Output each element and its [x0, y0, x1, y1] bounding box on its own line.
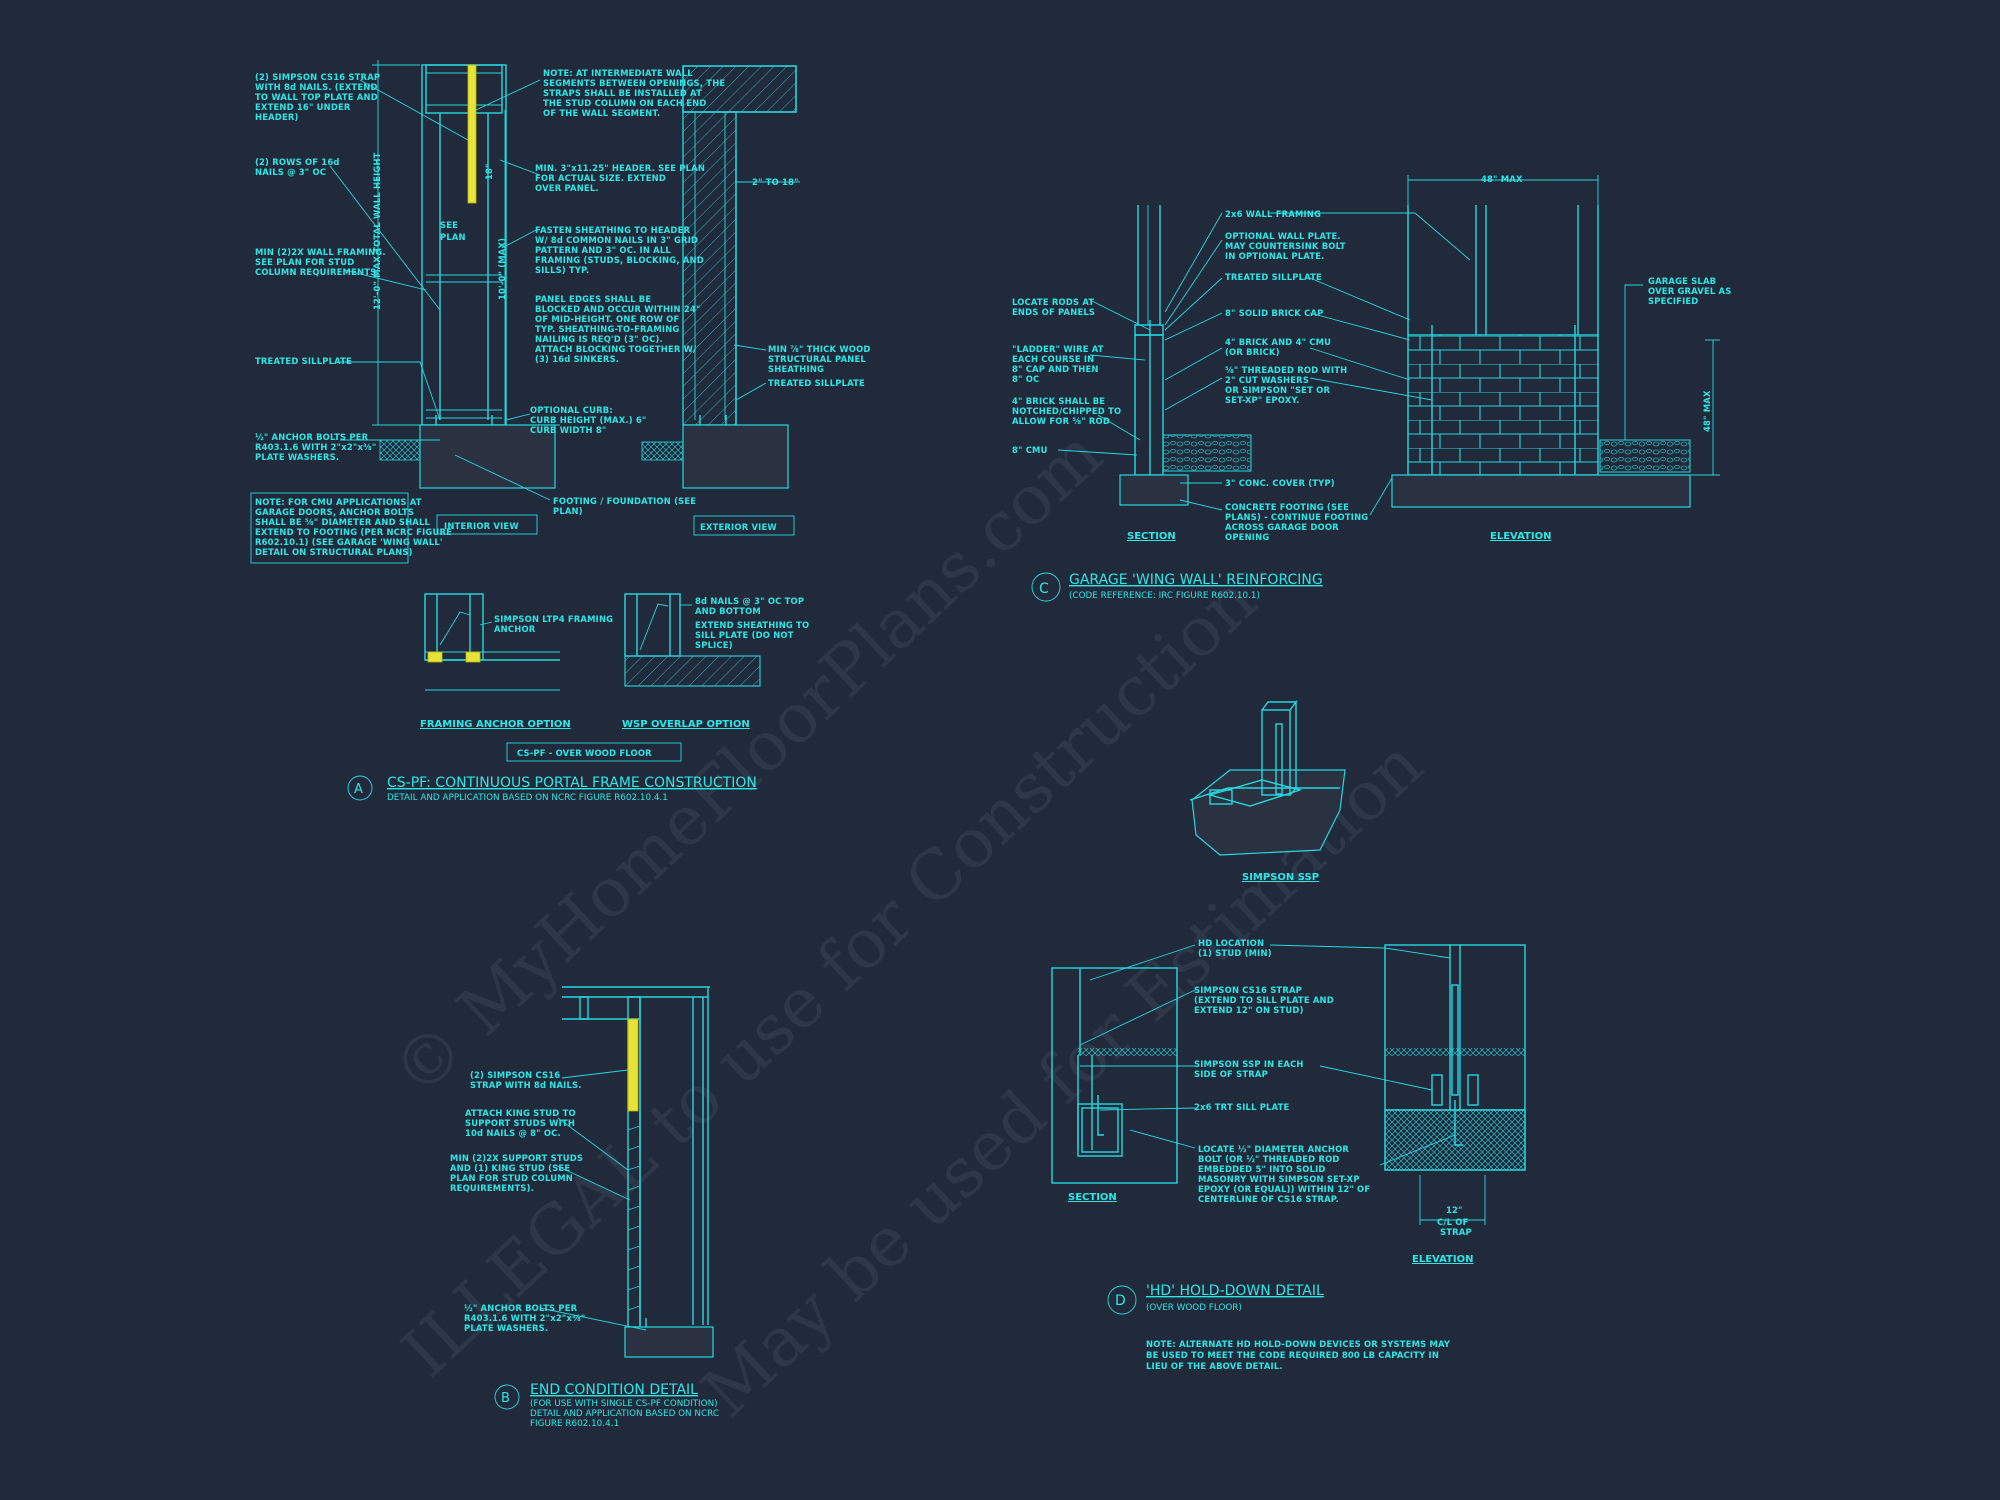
see-plan-2: PLAN — [440, 232, 466, 242]
detail-b-title-block: B END CONDITION DETAIL (FOR USE WITH SIN… — [494, 1382, 719, 1429]
wing-wall-elevation: 48" MAX 48" MAX ELEVATION — [1391, 174, 1720, 542]
detail-a-marker: A — [354, 782, 363, 797]
exterior-view-label: EXTERIOR VIEW — [700, 522, 777, 532]
svg-text:TREATED SILLPLATE: TREATED SILLPLATE — [1225, 272, 1322, 282]
svg-text:3" CONC. COVER (TYP): 3" CONC. COVER (TYP) — [1225, 478, 1335, 488]
detail-d-marker: D — [1115, 1293, 1126, 1309]
detail-d-title: 'HD' HOLD-DOWN DETAIL — [1146, 1283, 1324, 1299]
detail-a-title: CS-PF: CONTINUOUS PORTAL FRAME CONSTRUCT… — [387, 775, 757, 791]
wing-wall-section: SECTION — [1119, 205, 1252, 542]
hd-section — [1051, 967, 1178, 1184]
detail-c-title: GARAGE 'WING WALL' REINFORCING — [1069, 572, 1323, 588]
detail-a: 12'-0" MAX TOTAL WALL HEIGHT 10'-0" (MAX… — [250, 60, 871, 803]
svg-text:8" CMU: 8" CMU — [1012, 445, 1048, 455]
detail-d-leaders — [1079, 944, 1456, 1166]
exterior-view-drawing: EXTERIOR VIEW — [641, 65, 800, 536]
dim-18: 18" — [484, 163, 494, 180]
svg-text:OPTIONAL CURB:CURB HEIGHT (MAX: OPTIONAL CURB:CURB HEIGHT (MAX.) 6"CURB … — [530, 405, 646, 435]
dim-48-height: 48" MAX — [1702, 390, 1712, 432]
hd-section-label: SECTION — [1068, 1192, 1117, 1203]
svg-text:SIMPSON CS16 STRAP(EXTEND TO S: SIMPSON CS16 STRAP(EXTEND TO SILL PLATE … — [1194, 985, 1334, 1015]
interior-view-label: INTERIOR VIEW — [444, 521, 519, 531]
detail-a-title-block: A CS-PF: CONTINUOUS PORTAL FRAME CONSTRU… — [347, 775, 757, 803]
dim-max: 10'-0" (MAX) — [497, 238, 507, 300]
detail-c: SECTION 48" MAX 48" MAX ELEVATION — [1012, 174, 1731, 602]
detail-b-title: END CONDITION DETAIL — [530, 1382, 698, 1398]
detail-d-title-block: D 'HD' HOLD-DOWN DETAIL (OVER WOOD FLOOR… — [1107, 1283, 1451, 1371]
see-plan-1: SEE — [440, 220, 458, 230]
svg-text:2x6 WALL FRAMING: 2x6 WALL FRAMING — [1225, 209, 1321, 219]
detail-a-subtitle: DETAIL AND APPLICATION BASED ON NCRC FIG… — [387, 793, 668, 803]
detail-c-notes: 2x6 WALL FRAMING OPTIONAL WALL PLATE.MAY… — [1012, 209, 1731, 542]
dim-48-width: 48" MAX — [1481, 174, 1523, 184]
svg-text:8" SOLID BRICK CAP: 8" SOLID BRICK CAP — [1225, 308, 1323, 318]
detail-c-subtitle: (CODE REFERENCE: IRC FIGURE R602.10.1) — [1069, 591, 1260, 601]
svg-text:2" TO 18": 2" TO 18" — [752, 177, 799, 187]
note-a-strap-1: (2) SIMPSON CS16 STRAP — [255, 72, 380, 82]
svg-text:4" BRICK AND 4" CMU(OR BRICK): 4" BRICK AND 4" CMU(OR BRICK) — [1225, 337, 1331, 357]
svg-text:OPTIONAL WALL PLATE.MAY COUNTE: OPTIONAL WALL PLATE.MAY COUNTERSINK BOLT… — [1225, 231, 1346, 261]
svg-text:(FOR USE WITH SINGLE CS-PF CON: (FOR USE WITH SINGLE CS-PF CONDITION)DET… — [530, 1399, 719, 1429]
wing-section-label: SECTION — [1127, 531, 1176, 542]
detail-d-notes: HD LOCATION(1) STUD (MIN) SIMPSON CS16 S… — [1068, 938, 1473, 1265]
svg-text:2x6 TRT SILL PLATE: 2x6 TRT SILL PLATE — [1194, 1102, 1290, 1112]
detail-d-note: NOTE: ALTERNATE HD HOLD-DOWN DEVICES OR … — [1146, 1339, 1451, 1371]
detail-c-title-block: C GARAGE 'WING WALL' REINFORCING (CODE R… — [1031, 572, 1323, 602]
detail-c-marker: C — [1039, 581, 1049, 597]
wsp-overlap-label: WSP OVERLAP OPTION — [622, 719, 750, 730]
svg-text:TREATED SILLPLATE: TREATED SILLPLATE — [768, 378, 865, 388]
cs-pf-floor-label: CS-PF - OVER WOOD FLOOR — [517, 748, 652, 758]
detail-a-leaders — [329, 79, 767, 501]
svg-text:HD LOCATION(1) STUD (MIN): HD LOCATION(1) STUD (MIN) — [1198, 938, 1272, 958]
detail-c-leaders — [1057, 212, 1643, 516]
svg-text:MIN (2)2X WALL FRAMING.SEE PLA: MIN (2)2X WALL FRAMING.SEE PLAN FOR STUD… — [255, 247, 386, 277]
framing-anchor-label: FRAMING ANCHOR OPTION — [420, 719, 571, 730]
interior-view-drawing: 12'-0" MAX TOTAL WALL HEIGHT 10'-0" (MAX… — [372, 60, 560, 535]
simpson-ssp-label: SIMPSON SSP — [1242, 872, 1319, 883]
detail-d-subtitle: (OVER WOOD FLOOR) — [1146, 1303, 1242, 1313]
hd-elevation-label: ELEVATION — [1412, 1254, 1473, 1265]
simpson-ssp-detail: SIMPSON SSP — [1189, 699, 1346, 883]
dim-total-height: 12'-0" MAX TOTAL WALL HEIGHT — [372, 152, 382, 310]
detail-b-marker: B — [501, 1391, 510, 1406]
svg-text:TREATED SILLPLATE: TREATED SILLPLATE — [255, 356, 352, 366]
wing-elevation-label: ELEVATION — [1490, 531, 1551, 542]
watermark: © MyHomeFloorPlans.com ILLEGAL to use fo… — [378, 415, 1438, 1432]
stud-nails — [627, 1125, 641, 1311]
